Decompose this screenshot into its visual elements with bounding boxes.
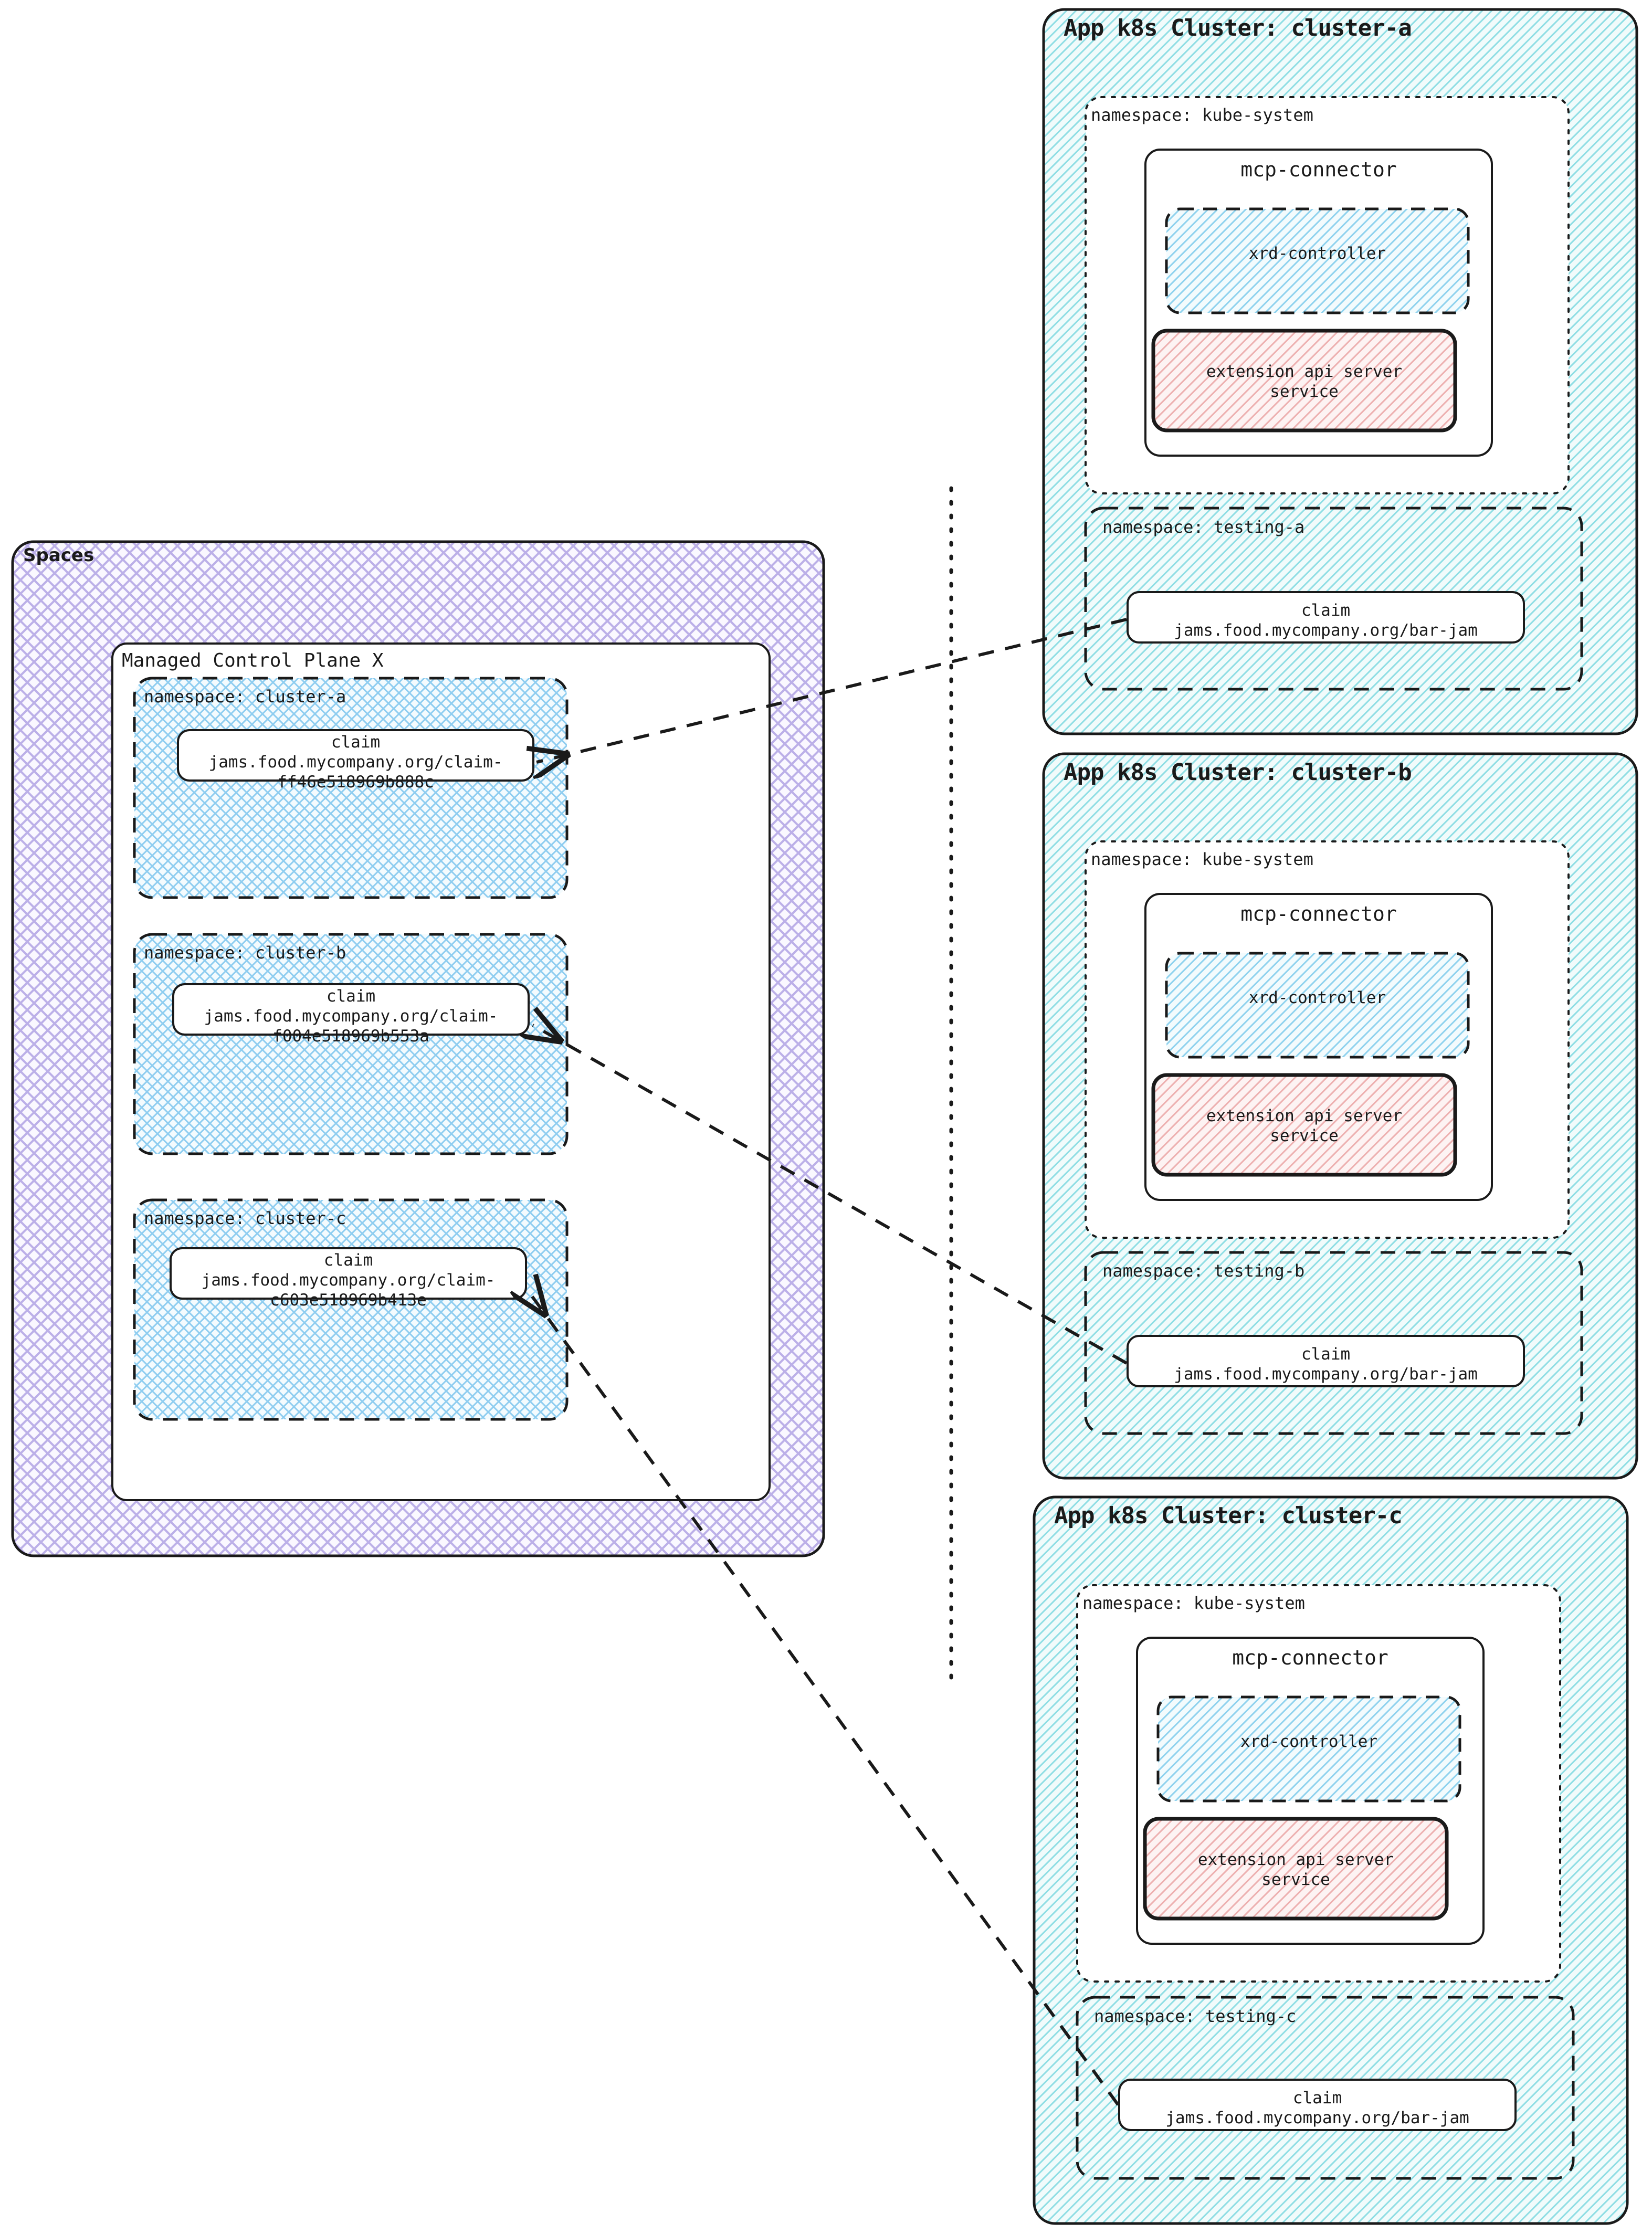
claim-ref-line1: jams.food.mycompany.org/claim- — [208, 752, 503, 772]
claim-node-cluster-b[interactable]: claim jams.food.mycompany.org/claim- f00… — [173, 987, 529, 1046]
claim-node-testing-a[interactable]: claim jams.food.mycompany.org/bar-jam — [1128, 601, 1524, 641]
namespace-label-testing-a: namespace: testing-a — [1102, 517, 1305, 537]
claim-title: claim — [326, 987, 376, 1006]
xrd-controller-label-b: xrd-controller — [1248, 988, 1386, 1007]
namespace-label-testing-c: namespace: testing-c — [1094, 2006, 1297, 2026]
claim-title: claim — [1301, 1345, 1351, 1364]
xrd-controller-label-a: xrd-controller — [1248, 244, 1386, 263]
extension-api-server-service-c: extension api server service — [1145, 1850, 1447, 1890]
cluster-b-title: App k8s Cluster: cluster-b — [1064, 759, 1412, 786]
connector-testing-a-to-cluster-a — [536, 618, 1127, 762]
claim-ref: jams.food.mycompany.org/bar-jam — [1165, 2108, 1469, 2127]
claim-title: claim — [1301, 601, 1351, 620]
service-line2: service — [1270, 1126, 1339, 1145]
claim-node-cluster-a[interactable]: claim jams.food.mycompany.org/claim- ff4… — [178, 733, 533, 792]
service-line2: service — [1270, 382, 1339, 401]
spaces-container — [11, 540, 825, 1557]
connector-testing-b-to-cluster-b — [533, 1025, 1128, 1365]
namespace-label-testing-b: namespace: testing-b — [1102, 1261, 1305, 1281]
cluster-c-title: App k8s Cluster: cluster-c — [1054, 1502, 1403, 1529]
namespace-label-kube-system-a: namespace: kube-system — [1091, 105, 1313, 125]
mcp-connector-label-a: mcp-connector — [1240, 158, 1397, 181]
claim-title: claim — [323, 1251, 373, 1270]
namespace-label-kube-system-c: namespace: kube-system — [1082, 1593, 1305, 1613]
service-line1: extension api server — [1206, 1107, 1403, 1125]
claim-ref-line2: ff46e518969b888c — [277, 772, 434, 792]
claim-ref: jams.food.mycompany.org/bar-jam — [1174, 620, 1478, 640]
claim-node-testing-c[interactable]: claim jams.food.mycompany.org/bar-jam — [1119, 2089, 1516, 2128]
claim-node-cluster-c[interactable]: claim jams.food.mycompany.org/claim- c60… — [171, 1251, 526, 1310]
namespace-label-cluster-a: namespace: cluster-a — [144, 687, 346, 707]
spaces-title: Spaces — [23, 545, 94, 566]
extension-api-server-service-b: extension api server service — [1153, 1107, 1455, 1146]
service-line1: extension api server — [1197, 1850, 1394, 1869]
claim-ref-line2: f004e518969b553a — [272, 1026, 429, 1046]
namespace-label-cluster-b: namespace: cluster-b — [144, 943, 346, 963]
cluster-a-title: App k8s Cluster: cluster-a — [1064, 15, 1412, 41]
claim-ref: jams.food.mycompany.org/bar-jam — [1174, 1364, 1478, 1384]
mcp-connector-label-b: mcp-connector — [1240, 902, 1397, 925]
mcp-connector-label-c: mcp-connector — [1232, 1646, 1388, 1669]
namespace-label-cluster-c: namespace: cluster-c — [144, 1208, 346, 1228]
claim-ref-line1: jams.food.mycompany.org/claim- — [204, 1006, 498, 1026]
extension-api-server-service-a: extension api server service — [1153, 362, 1455, 402]
claim-title: claim — [1292, 2089, 1342, 2107]
xrd-controller-label-c: xrd-controller — [1240, 1732, 1378, 1751]
service-line2: service — [1261, 1870, 1330, 1889]
claim-ref-line1: jams.food.mycompany.org/claim- — [201, 1270, 496, 1290]
namespace-label-kube-system-b: namespace: kube-system — [1091, 849, 1313, 869]
connector-testing-c-to-cluster-c — [527, 1289, 1120, 2106]
claim-ref-line2: c603e518969b413e — [270, 1290, 427, 1310]
service-line1: extension api server — [1206, 362, 1403, 381]
claim-title: claim — [331, 733, 381, 752]
managed-control-plane-title: Managed Control Plane X — [122, 650, 384, 671]
claim-node-testing-b[interactable]: claim jams.food.mycompany.org/bar-jam — [1128, 1345, 1524, 1385]
